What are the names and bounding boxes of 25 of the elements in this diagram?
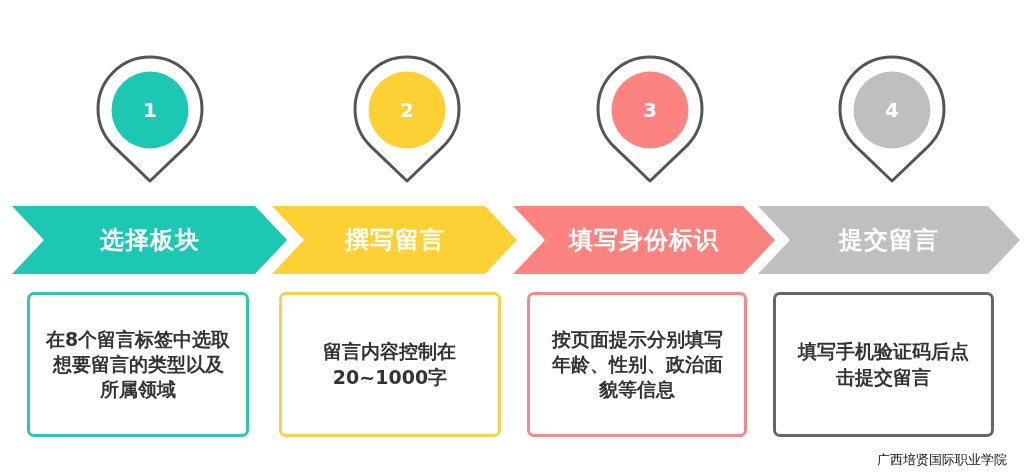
chevron-band bbox=[272, 206, 517, 274]
step-title: 选择板块 bbox=[99, 225, 200, 255]
step-number: 3 bbox=[643, 100, 657, 120]
step-number: 4 bbox=[885, 100, 899, 120]
map-pin bbox=[595, 55, 705, 183]
map-pin bbox=[95, 55, 205, 183]
description-box bbox=[527, 292, 747, 437]
chevron-band bbox=[513, 206, 775, 274]
description-box bbox=[27, 292, 249, 437]
step-description: 按页面提示分别填写年龄、性别、政治面貌等信息 bbox=[550, 326, 724, 403]
step-description: 留言内容控制在20~1000字 bbox=[322, 339, 458, 390]
source-credit: 广西培贤国际职业学院 bbox=[877, 452, 1007, 468]
step-number: 2 bbox=[400, 100, 414, 120]
step-title: 撰写留言 bbox=[344, 225, 445, 255]
description-box bbox=[279, 292, 501, 437]
map-pin bbox=[837, 55, 947, 183]
step-description: 在8个留言标签中选取想要留言的类型以及所属领域 bbox=[44, 326, 232, 403]
description-box bbox=[773, 292, 994, 437]
step-title: 填写身份标识 bbox=[569, 225, 719, 255]
step-number: 1 bbox=[143, 100, 157, 120]
step-title: 提交留言 bbox=[839, 225, 939, 255]
step-description: 填写手机验证码后点击提交留言 bbox=[796, 339, 970, 390]
chevron-band bbox=[758, 206, 1020, 274]
map-pin bbox=[352, 55, 462, 183]
chevron-band bbox=[12, 206, 287, 274]
